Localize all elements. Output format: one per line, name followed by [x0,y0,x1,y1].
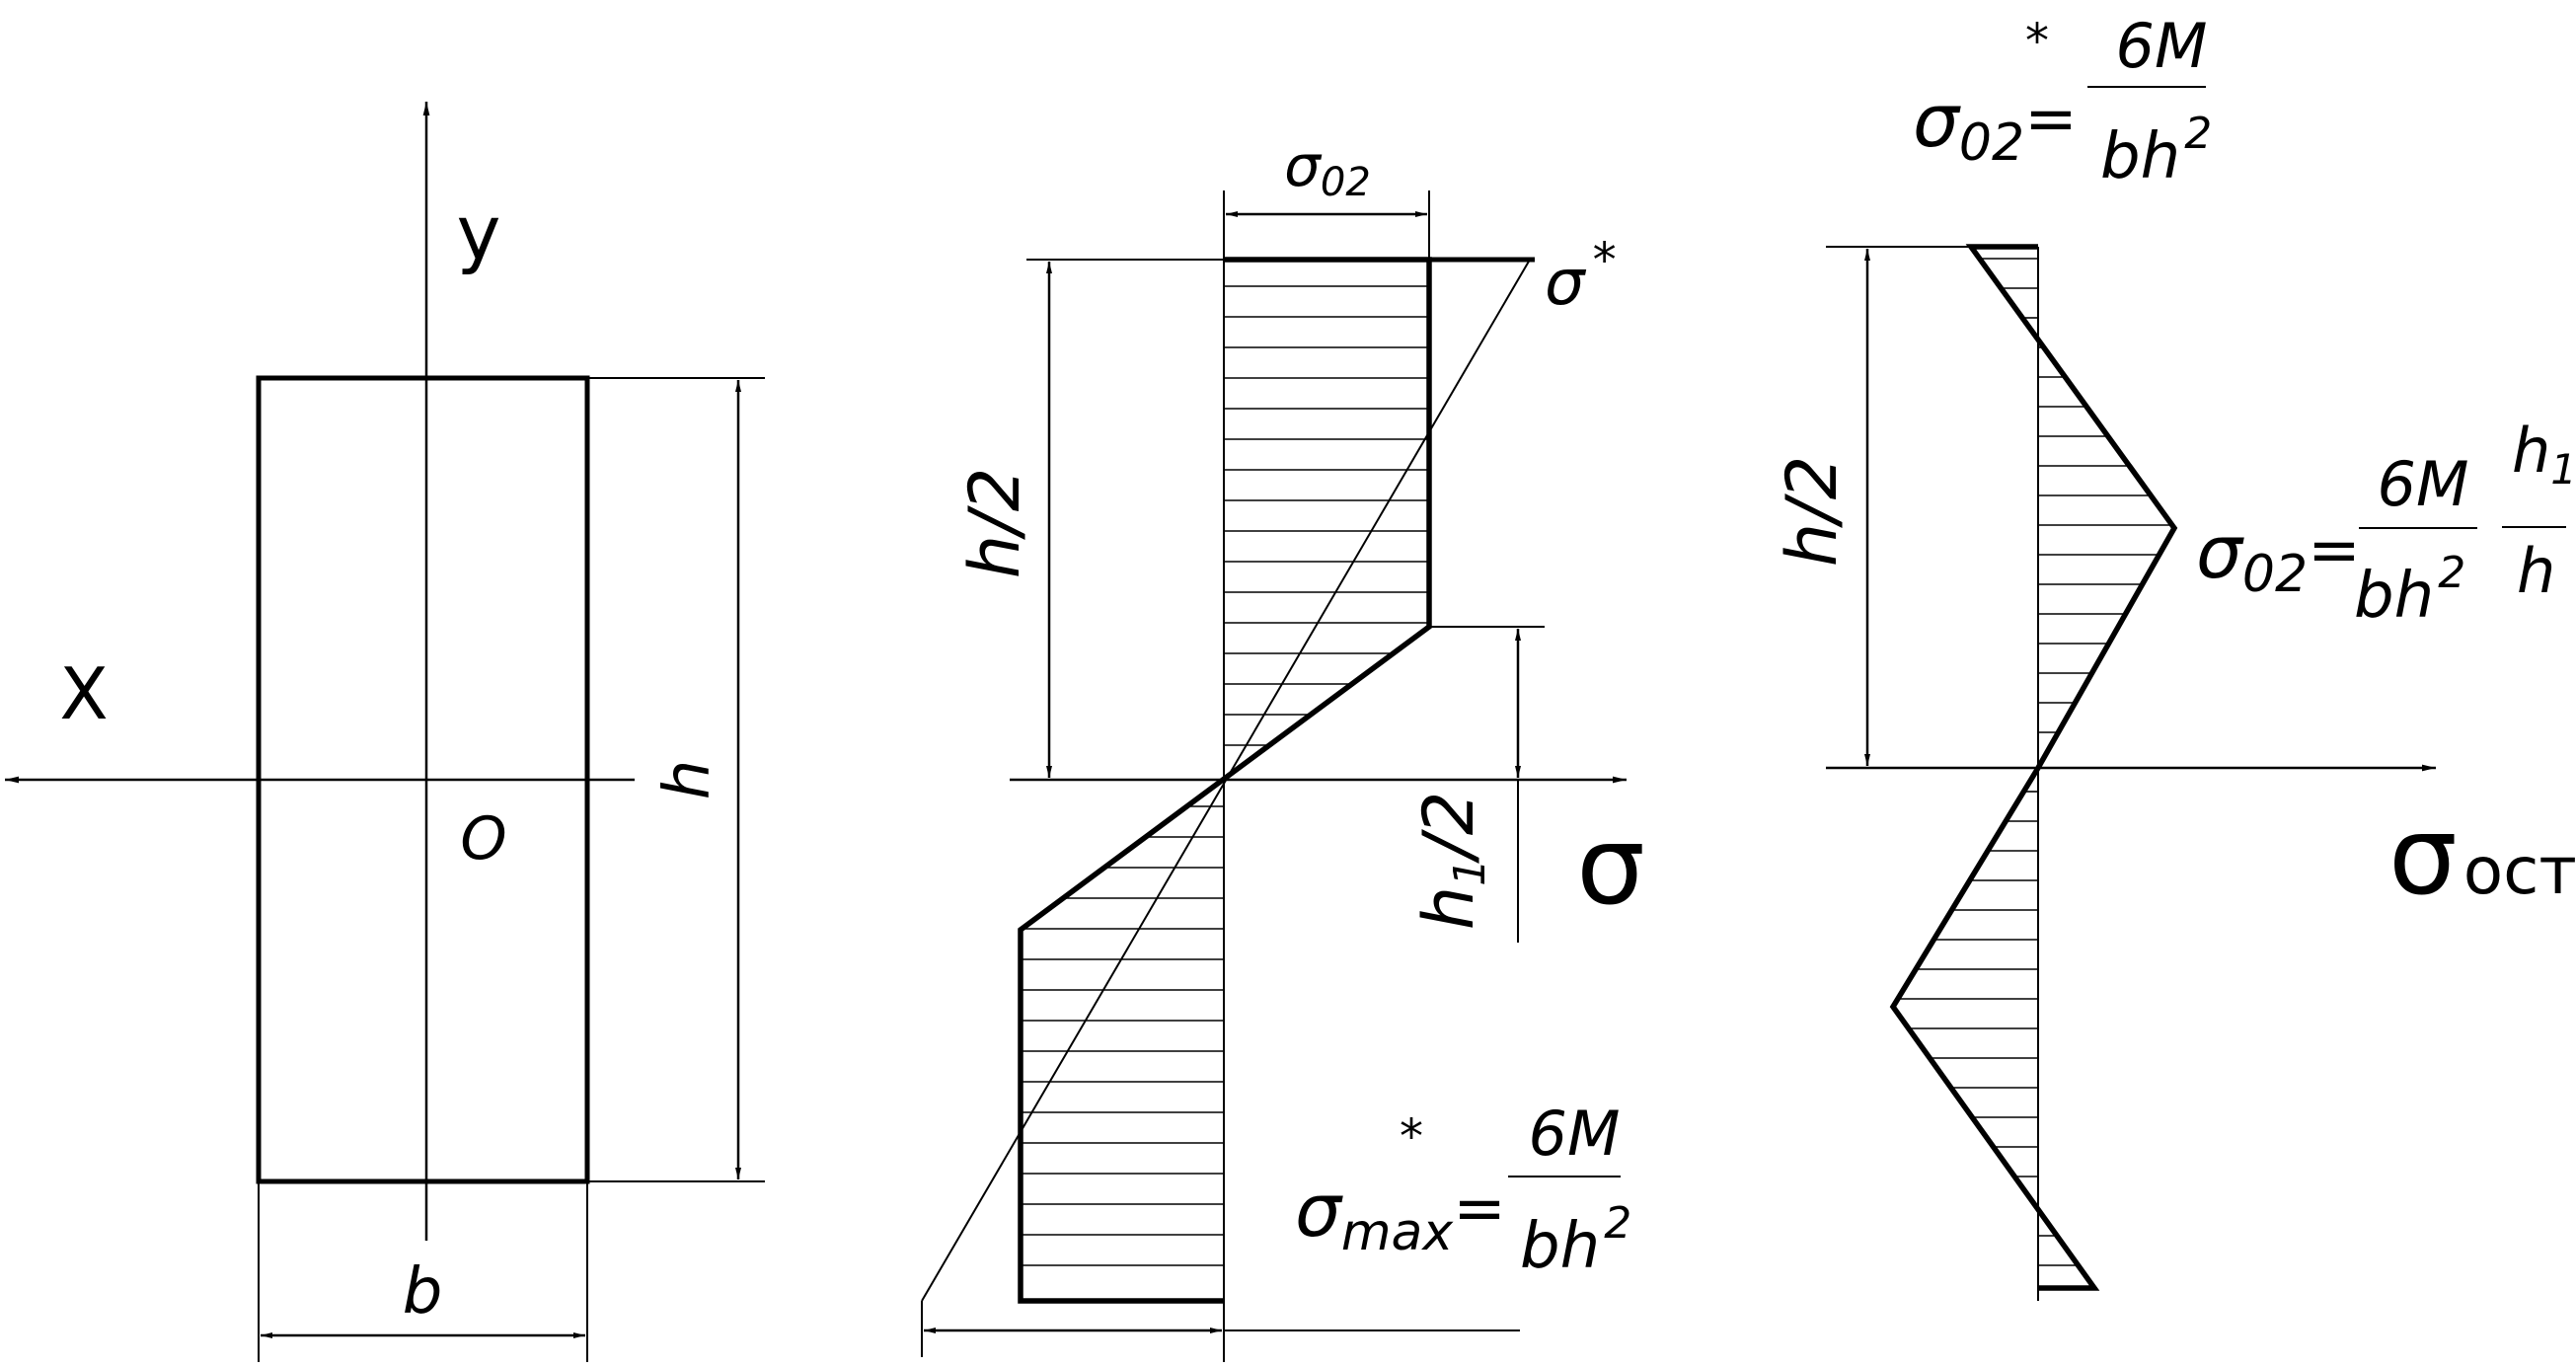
top-formula-star: * [2025,14,2049,69]
sigma-max-denominator: bh2 [1520,1198,1631,1283]
residual-half-height-label: h/2 [1772,456,1853,568]
width-label: b [403,1255,443,1329]
residual-axis-label: σост [2388,793,2576,919]
residual-stress-diagram: h/2 σост σ02= * 6M bh2 σ02= 6M bh2 h1 h [1772,10,2576,1301]
middle-half-height-label: h/2 [954,468,1035,579]
mid-ratio-numerator: h1 [2512,415,2576,494]
yield-stress-label: σ02 [1284,132,1371,205]
sigma-axis-label: σ [1576,802,1645,929]
cross-section: X y O b h [5,102,765,1362]
axis-x-label: X [59,652,108,735]
core-half-height-label: h1/2 [1408,792,1495,931]
sigma-max-formula: σmax= [1295,1169,1506,1262]
top-formula-numerator: 6M [2116,10,2208,82]
mid-ratio-denominator: h [2517,535,2555,607]
elastoplastic-stress-diagram: σ02 σ* h/2 h1/2 σ σmax= * 6M bh2 [921,132,1645,1362]
sigma-max-numerator: 6M [1529,1098,1621,1170]
elastoplastic-stress-profile [1018,257,1432,1304]
top-formula: σ02= [1913,79,2078,173]
elastic-stress-line [921,259,1531,1302]
sigma-max-star: * [1400,1109,1423,1165]
axis-y-label: y [457,189,501,276]
mid-formula-numerator: 6M [2378,448,2469,520]
residual-hatching [1897,258,2172,1266]
top-formula-denominator: bh2 [2100,109,2212,193]
origin-label: O [460,804,506,873]
middle-hatching [1021,285,1429,1266]
height-label: h [651,760,724,800]
mid-formula: σ02= [2196,510,2361,604]
elastic-stress-label: σ* [1545,233,1617,320]
mid-formula-denominator: bh2 [2354,548,2465,633]
